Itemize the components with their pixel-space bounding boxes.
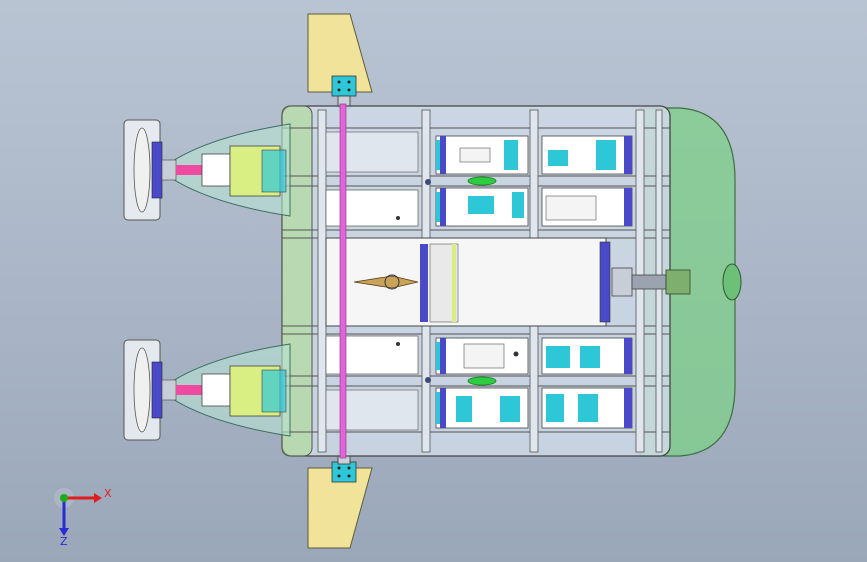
z-axis-label: Z	[60, 535, 68, 548]
propeller-blade	[133, 127, 151, 213]
y-axis-dot	[60, 494, 68, 502]
upper-electronics-bay	[435, 135, 633, 227]
fasteners	[396, 179, 519, 383]
top-fin	[307, 13, 373, 109]
coordinate-triad: X Z	[54, 487, 112, 548]
support-rods	[339, 103, 347, 459]
bottom-fin	[307, 451, 373, 549]
dome-window	[722, 263, 742, 301]
upper-thruster	[123, 119, 291, 221]
propeller-blade	[133, 347, 151, 433]
lower-electronics-bay	[435, 337, 633, 429]
central-cylinder	[325, 237, 691, 327]
x-axis-label: X	[104, 487, 112, 500]
green-cable-clips	[467, 176, 497, 386]
lower-thruster	[123, 339, 291, 441]
